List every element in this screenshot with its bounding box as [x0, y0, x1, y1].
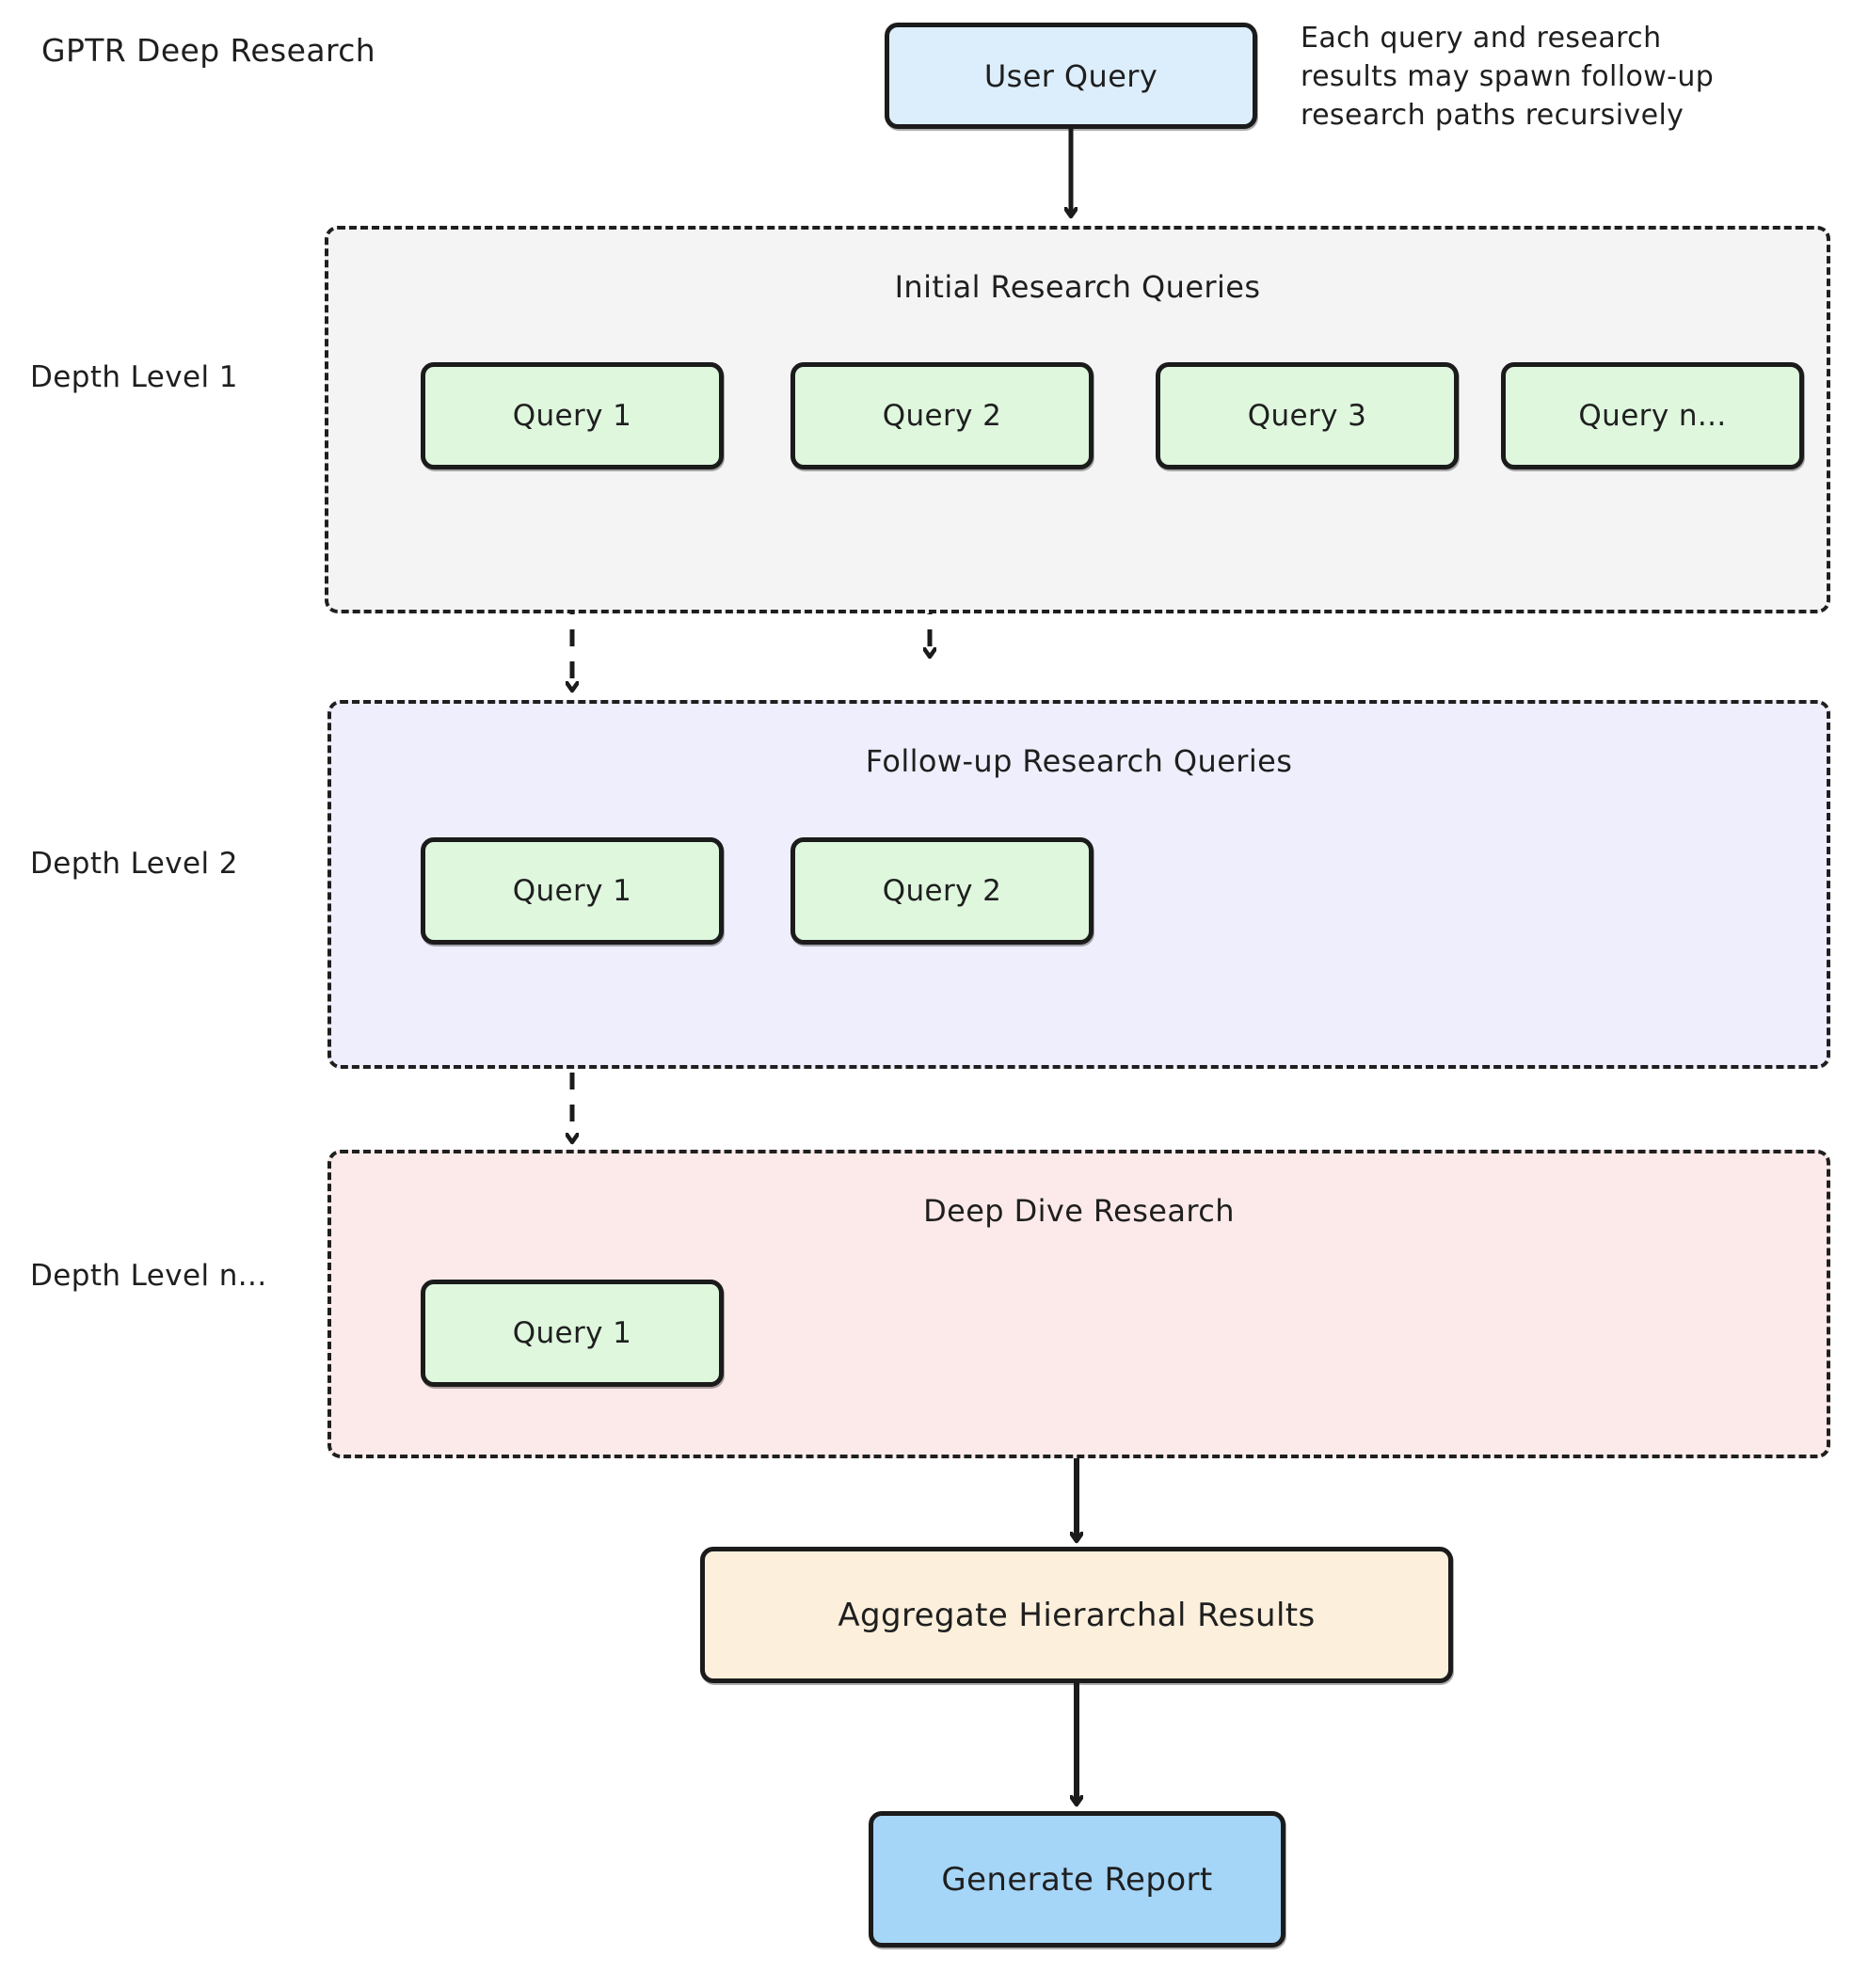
node-user-query-label: User Query	[983, 57, 1158, 94]
node-level1-query-2[interactable]: Query 2	[790, 362, 1094, 469]
node-level2-query-1[interactable]: Query 1	[421, 837, 724, 945]
node-level2-query-2[interactable]: Query 2	[790, 837, 1094, 945]
depth-level-2-label: Depth Level 2	[30, 847, 238, 881]
subgraph-level2-title: Follow-up Research Queries	[865, 743, 1293, 779]
recursion-note: Each query and research results may spaw…	[1301, 22, 1715, 132]
node-level1-query-1[interactable]: Query 1	[421, 362, 724, 469]
depth-level-1-label: Depth Level 1	[30, 360, 238, 394]
node-level1-query-n-label: Query n...	[1578, 399, 1727, 433]
node-level1-query-3[interactable]: Query 3	[1156, 362, 1459, 469]
node-aggregate-hierarchal-results[interactable]: Aggregate Hierarchal Results	[700, 1547, 1453, 1683]
node-user-query[interactable]: User Query	[885, 23, 1257, 129]
node-level2-query-1-label: Query 1	[512, 874, 632, 908]
depth-level-n-label: Depth Level n...	[30, 1259, 267, 1293]
diagram-title: GPTR Deep Research	[41, 32, 376, 69]
node-aggregate-label: Aggregate Hierarchal Results	[838, 1596, 1316, 1634]
node-level1-query-3-label: Query 3	[1247, 399, 1367, 433]
node-level2-query-2-label: Query 2	[882, 874, 1002, 908]
node-level3-query-1-label: Query 1	[512, 1316, 632, 1350]
node-generate-report[interactable]: Generate Report	[869, 1811, 1285, 1948]
subgraph-level3-title: Deep Dive Research	[923, 1193, 1235, 1229]
subgraph-level1-title: Initial Research Queries	[894, 269, 1261, 305]
node-generate-report-label: Generate Report	[941, 1860, 1213, 1899]
node-level3-query-1[interactable]: Query 1	[421, 1280, 724, 1387]
subgraph-deep-dive-research: Deep Dive Research	[327, 1150, 1830, 1458]
node-level1-query-n[interactable]: Query n...	[1501, 362, 1804, 469]
node-level1-query-2-label: Query 2	[882, 399, 1002, 433]
node-level1-query-1-label: Query 1	[512, 399, 632, 433]
